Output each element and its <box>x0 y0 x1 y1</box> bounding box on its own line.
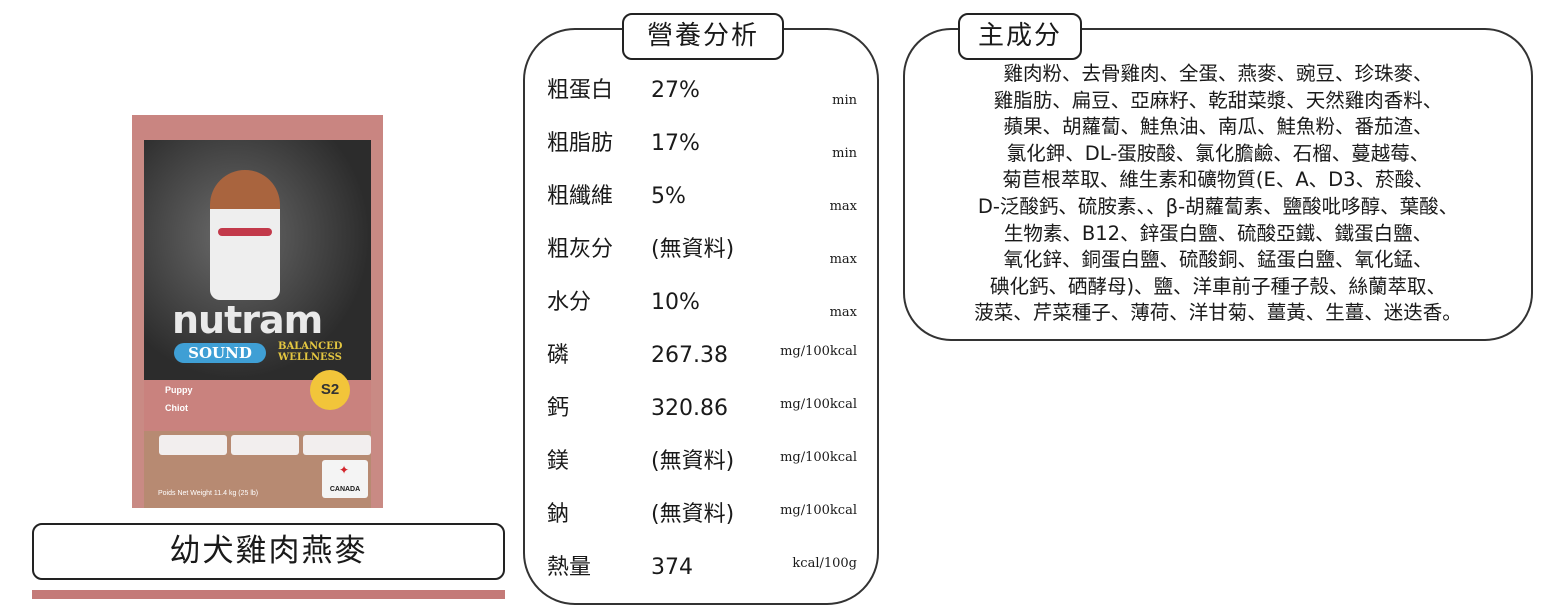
nutrient-value: 267.38 <box>651 343 728 368</box>
nutrient-value: 5% <box>651 184 686 209</box>
feature-card <box>231 435 299 455</box>
accent-bar <box>32 590 505 599</box>
nutrient-label: 鈣 <box>547 396 570 421</box>
nutrition-row: 鎂 (無資料) mg/100kcal <box>547 448 857 478</box>
ingredients-text: 雞肉粉、去骨雞肉、全蛋、燕麥、豌豆、珍珠麥、 雞脂肪、扁豆、亞麻籽、乾甜菜漿、天… <box>974 62 1462 325</box>
nutrient-label: 水分 <box>547 290 592 315</box>
nutrient-value: 17% <box>651 131 700 156</box>
nutrition-title: 營養分析 <box>622 13 784 60</box>
nutrition-row: 鈣 320.86 mg/100kcal <box>547 395 857 425</box>
nutrient-unit: mg/100kcal <box>780 344 857 359</box>
nutrient-label: 鈉 <box>547 502 570 527</box>
nutrition-row: 粗蛋白 27% min <box>547 77 857 108</box>
nutrition-row: 熱量 374 kcal/100g <box>547 554 857 584</box>
nutrient-unit: min <box>832 146 857 161</box>
nutrition-row: 粗灰分 (無資料) max <box>547 236 857 267</box>
brand-logo: nutram <box>172 298 323 342</box>
ingredients-panel <box>903 28 1533 341</box>
nutrition-row: 磷 267.38 mg/100kcal <box>547 342 857 372</box>
product-name: 幼犬雞肉燕麥 <box>32 523 505 580</box>
nutrient-unit: max <box>829 252 857 267</box>
nutrient-label: 熱量 <box>547 555 592 580</box>
nutrient-unit: kcal/100g <box>792 556 857 571</box>
line-badge: SOUND <box>174 343 266 363</box>
dog-collar <box>218 228 272 236</box>
product-image: nutram SOUND BALANCED WELLNESS S2 Puppy … <box>132 115 383 508</box>
nutrient-unit: min <box>832 93 857 108</box>
nutrient-unit: max <box>829 199 857 214</box>
nutrient-label: 磷 <box>547 343 570 368</box>
nutrient-value: 374 <box>651 555 693 580</box>
bag-top-band <box>132 115 383 140</box>
nutrition-row: 粗脂肪 17% min <box>547 130 857 161</box>
code-badge: S2 <box>310 370 350 410</box>
nutrient-label: 粗脂肪 <box>547 131 614 156</box>
nutrient-label: 粗灰分 <box>547 237 614 262</box>
nutrient-value: 27% <box>651 78 700 103</box>
nutrition-row: 粗纖維 5% max <box>547 183 857 214</box>
nutrient-unit: mg/100kcal <box>780 503 857 518</box>
net-weight: Poids Net Weight 11.4 kg (25 lb) <box>158 490 259 497</box>
nutrient-label: 粗蛋白 <box>547 78 614 103</box>
nutrition-row: 水分 10% max <box>547 289 857 320</box>
nutrient-value: 320.86 <box>651 396 728 421</box>
nutrient-label: 鎂 <box>547 449 570 474</box>
tagline: BALANCED WELLNESS <box>278 341 343 363</box>
nutrient-unit: mg/100kcal <box>780 397 857 412</box>
ingredients-title: 主成分 <box>958 13 1082 60</box>
nutrient-unit: max <box>829 305 857 320</box>
nutrient-value: (無資料) <box>651 449 735 474</box>
origin-badge: CANADA <box>322 460 368 498</box>
nutrient-value: (無資料) <box>651 502 735 527</box>
maple-leaf-icon: ✦ <box>339 463 350 477</box>
label-fr: Chiot <box>165 403 188 413</box>
nutrient-value: (無資料) <box>651 237 735 262</box>
nutrient-unit: mg/100kcal <box>780 450 857 465</box>
feature-card <box>159 435 227 455</box>
nutrient-label: 粗纖維 <box>547 184 614 209</box>
nutrition-panel <box>523 28 879 605</box>
nutrient-value: 10% <box>651 290 700 315</box>
nutrition-row: 鈉 (無資料) mg/100kcal <box>547 501 857 531</box>
label-en: Puppy <box>165 385 193 395</box>
feature-card <box>303 435 371 455</box>
